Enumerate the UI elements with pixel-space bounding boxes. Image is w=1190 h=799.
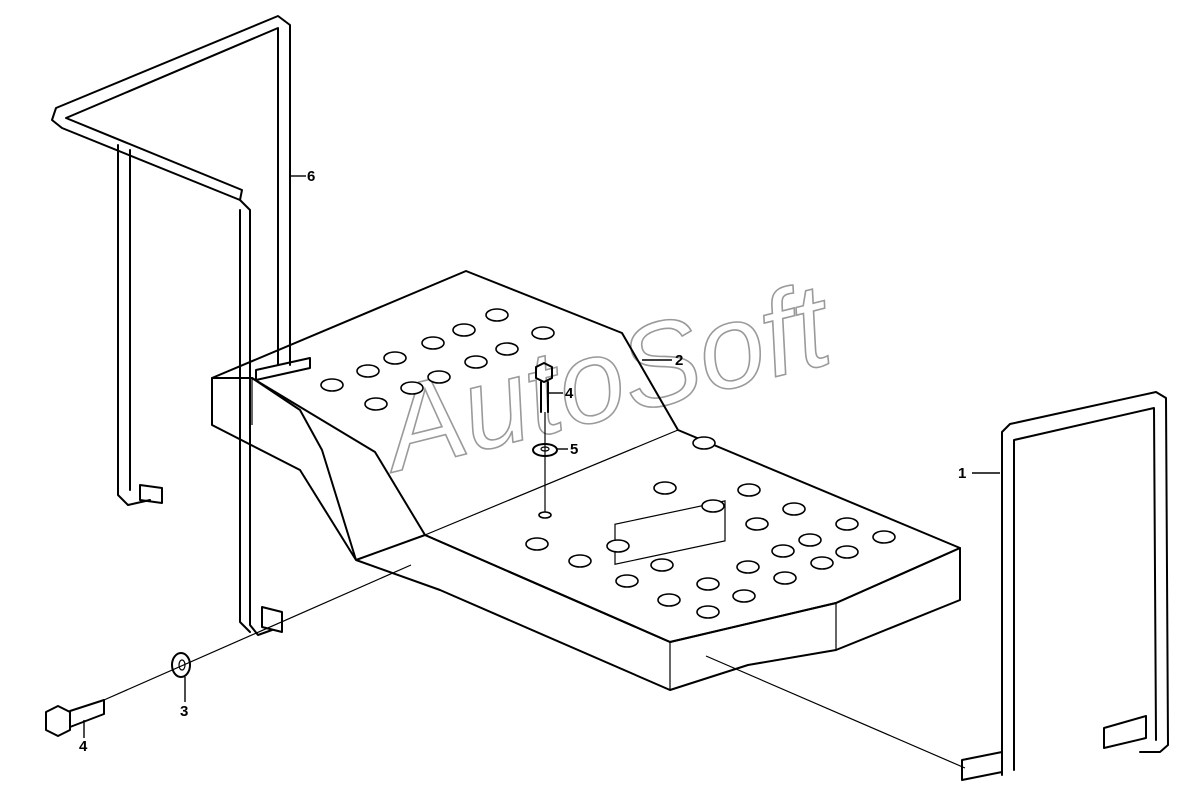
callout-4-screw: 4 (565, 385, 574, 402)
assembly-axis (103, 564, 412, 701)
hole (872, 530, 896, 544)
handrail-tube-outer (1001, 391, 1169, 776)
hole (701, 499, 725, 513)
hole (421, 336, 445, 350)
hole (835, 545, 859, 559)
hole (650, 558, 674, 572)
hole (771, 544, 795, 558)
hole (798, 533, 822, 547)
hole (538, 511, 552, 519)
hole (696, 605, 720, 619)
handrail-leg (117, 144, 151, 506)
hole (525, 537, 549, 551)
screw-head (535, 362, 553, 383)
platform-holes (320, 308, 896, 619)
washer-part-3 (171, 652, 191, 678)
handrail-tube-inner (65, 27, 279, 366)
hole (737, 483, 761, 497)
hole (773, 571, 797, 585)
assembly-axis (705, 655, 966, 769)
platform-edge-line (424, 429, 679, 536)
bolt-part-4 (45, 699, 105, 737)
handrail-bracket (261, 606, 283, 633)
handrail-bracket (1103, 715, 1147, 749)
hole (452, 323, 476, 337)
assembly-axes (103, 412, 966, 769)
hole (400, 381, 424, 395)
callout-6: 6 (307, 168, 315, 185)
platform-part-2 (211, 270, 961, 691)
hole (696, 577, 720, 591)
hole (606, 539, 630, 553)
callout-1: 1 (958, 465, 966, 482)
handrail-tube-inner (1013, 407, 1157, 771)
hole (427, 370, 451, 384)
callout-5: 5 (570, 441, 578, 458)
bolt-shank (69, 699, 105, 728)
hole (736, 560, 760, 574)
hole (320, 378, 344, 392)
hole (810, 556, 834, 570)
hole (485, 308, 509, 322)
hole (531, 326, 555, 340)
hole (383, 351, 407, 365)
hole (732, 589, 756, 603)
hole (653, 481, 677, 495)
hole (692, 436, 716, 450)
hole (364, 397, 388, 411)
platform-front-face (211, 377, 961, 691)
handrail-tube-outer (51, 15, 291, 636)
hole (657, 593, 681, 607)
callout-leaders (83, 175, 1000, 738)
handrail-part-1 (961, 391, 1169, 781)
washer (171, 652, 191, 678)
hole (615, 574, 639, 588)
handrail-bracket (961, 751, 1003, 781)
hole (568, 554, 592, 568)
handrail-bracket (139, 484, 163, 504)
hole (745, 517, 769, 531)
handrail-bracket (255, 357, 311, 381)
screw-part-4 (535, 362, 553, 413)
bolt-head (45, 705, 71, 737)
callout-4-bolt: 4 (79, 738, 88, 755)
handrail-tube-inner (239, 209, 251, 633)
handrail-part-6 (51, 15, 311, 636)
hole (495, 342, 519, 356)
callout-3: 3 (180, 703, 188, 720)
hole (356, 364, 380, 378)
callout-2: 2 (675, 352, 683, 369)
hole (835, 517, 859, 531)
hole (464, 355, 488, 369)
hole (782, 502, 806, 516)
